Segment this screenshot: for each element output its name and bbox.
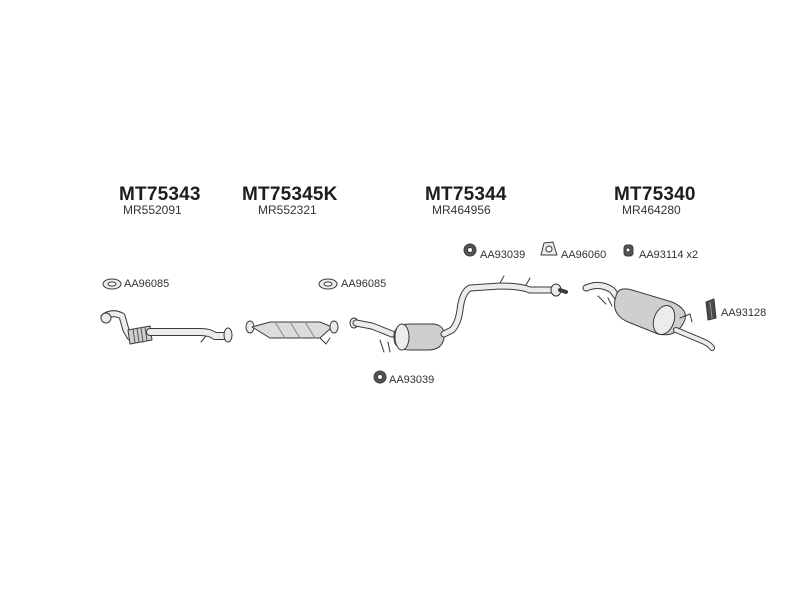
bracket-top-label: AA96060 [561,249,607,261]
rear-silencer-icon [582,281,715,351]
gasket-front-label: AA96085 [124,278,170,290]
group-code-middle-silencer: MT75344 [425,184,507,205]
gasket-icon [318,278,338,290]
middle-silencer-icon [349,275,568,353]
group-ref-front-pipe: MR552091 [123,203,182,217]
group-ref-rear-silencer: MR464280 [622,203,681,217]
clamp-icon [705,298,717,321]
gasket-cat-label: AA96085 [341,278,387,290]
rubber-rear-code: AA93114 [639,249,684,261]
group-ref-catalytic-converter: MR552321 [258,203,317,217]
group-code-rear-silencer: MT75340 [614,184,696,205]
hanger-top-label: AA93039 [480,249,526,261]
rubber-rear-label: AA93114 x2 [639,249,698,261]
catalytic-converter-icon [245,320,339,345]
gasket-icon [102,278,122,290]
group-ref-middle-silencer: MR464956 [432,203,491,217]
rubber-rear-qty: x2 [686,249,699,261]
group-code-front-pipe: MT75343 [119,184,201,205]
bracket-icon [540,241,558,256]
clamp-rear-label: AA93128 [721,307,767,319]
rubber-hanger-icon [373,370,387,384]
rubber-hanger-icon [463,243,477,257]
rubber-mount-icon [623,244,634,257]
front-pipe-icon [100,310,233,345]
group-code-catalytic-converter: MT75345K [242,184,338,205]
hanger-under-label: AA93039 [389,374,435,386]
